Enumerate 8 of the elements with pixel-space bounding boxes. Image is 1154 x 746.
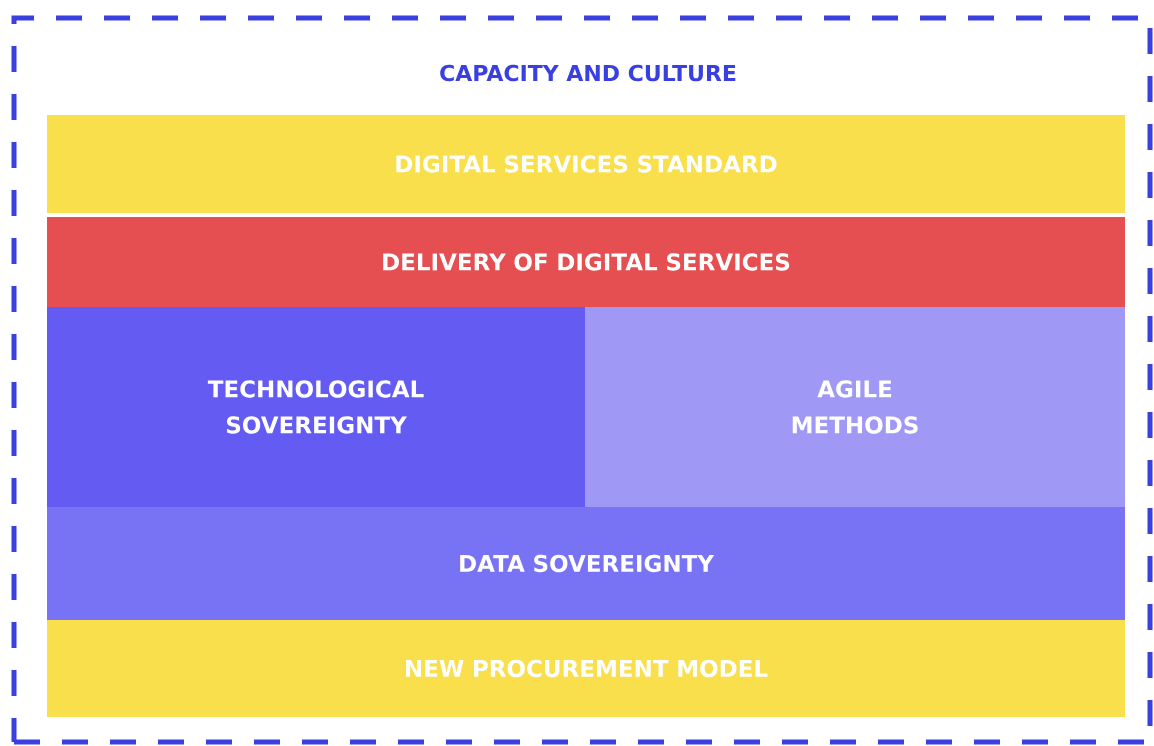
layer-band: DATA SOVEREIGNTY (47, 507, 1125, 620)
frame-heading: CAPACITY AND CULTURE (440, 64, 736, 82)
layer-band: NEW PROCUREMENT MODEL (47, 620, 1125, 717)
layer-band: DIGITAL SERVICES STANDARD (47, 115, 1125, 213)
layer-band: AGILE METHODS (585, 307, 1125, 507)
layer-band: TECHNOLOGICAL SOVEREIGNTY (47, 307, 585, 507)
layer-band: DELIVERY OF DIGITAL SERVICES (47, 217, 1125, 307)
dashed-frame (11, 15, 1153, 745)
